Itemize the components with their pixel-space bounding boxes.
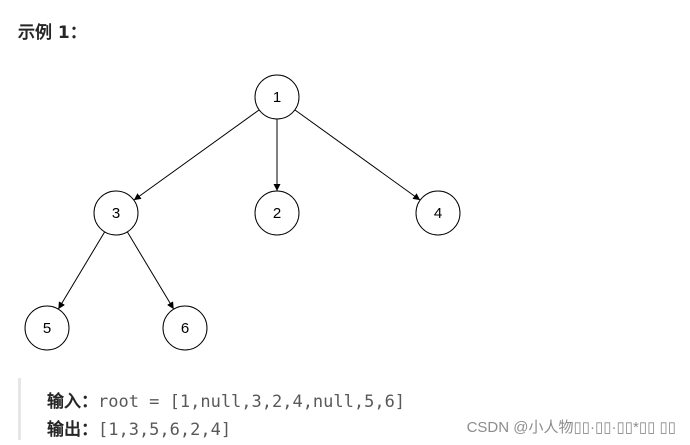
tree-node-label: 5 [43, 320, 51, 337]
tree-edge-n1-n4 [294, 109, 421, 201]
input-label: 输入： [47, 392, 98, 412]
input-value: root = [1,null,3,2,4,null,5,6] [98, 392, 406, 412]
tree-node-label: 1 [273, 89, 281, 106]
example-io-block: 输入：root = [1,null,3,2,4,null,5,6] 输出：[1,… [18, 378, 681, 440]
tree-node-2: 2 [254, 190, 300, 236]
output-value: [1,3,5,6,2,4] [98, 420, 232, 440]
tree-node-circle [162, 305, 208, 351]
example-heading: 示例 1： [18, 23, 87, 43]
output-label: 输出： [47, 420, 98, 440]
csdn-watermark: CSDN @小人物▯▯·▯▯·▯▯*▯▯ ▯▯ [466, 419, 676, 436]
tree-node-label: 4 [434, 205, 442, 222]
tree-node-label: 3 [112, 205, 120, 222]
output-line: 输出：[1,3,5,6,2,4] [47, 415, 231, 440]
tree-node-circle [254, 190, 300, 236]
tree-edge-n3-n6 [126, 231, 175, 310]
tree-node-circle [254, 74, 300, 120]
tree-node-3: 3 [93, 190, 139, 236]
tree-edge-n3-n5 [57, 231, 106, 310]
tree-node-circle [24, 305, 70, 351]
tree-node-4: 4 [415, 190, 461, 236]
tree-edge-n1-n3 [133, 109, 260, 201]
tree-diagram: 1 3 2 4 5 6 [24, 74, 461, 351]
tree-node-1: 1 [254, 74, 300, 120]
tree-node-label: 2 [273, 205, 281, 222]
input-line: 输入：root = [1,null,3,2,4,null,5,6] [47, 387, 405, 412]
tree-node-label: 6 [181, 320, 189, 337]
tree-node-circle [415, 190, 461, 236]
tree-node-circle [93, 190, 139, 236]
tree-node-5: 5 [24, 305, 70, 351]
tree-node-6: 6 [162, 305, 208, 351]
